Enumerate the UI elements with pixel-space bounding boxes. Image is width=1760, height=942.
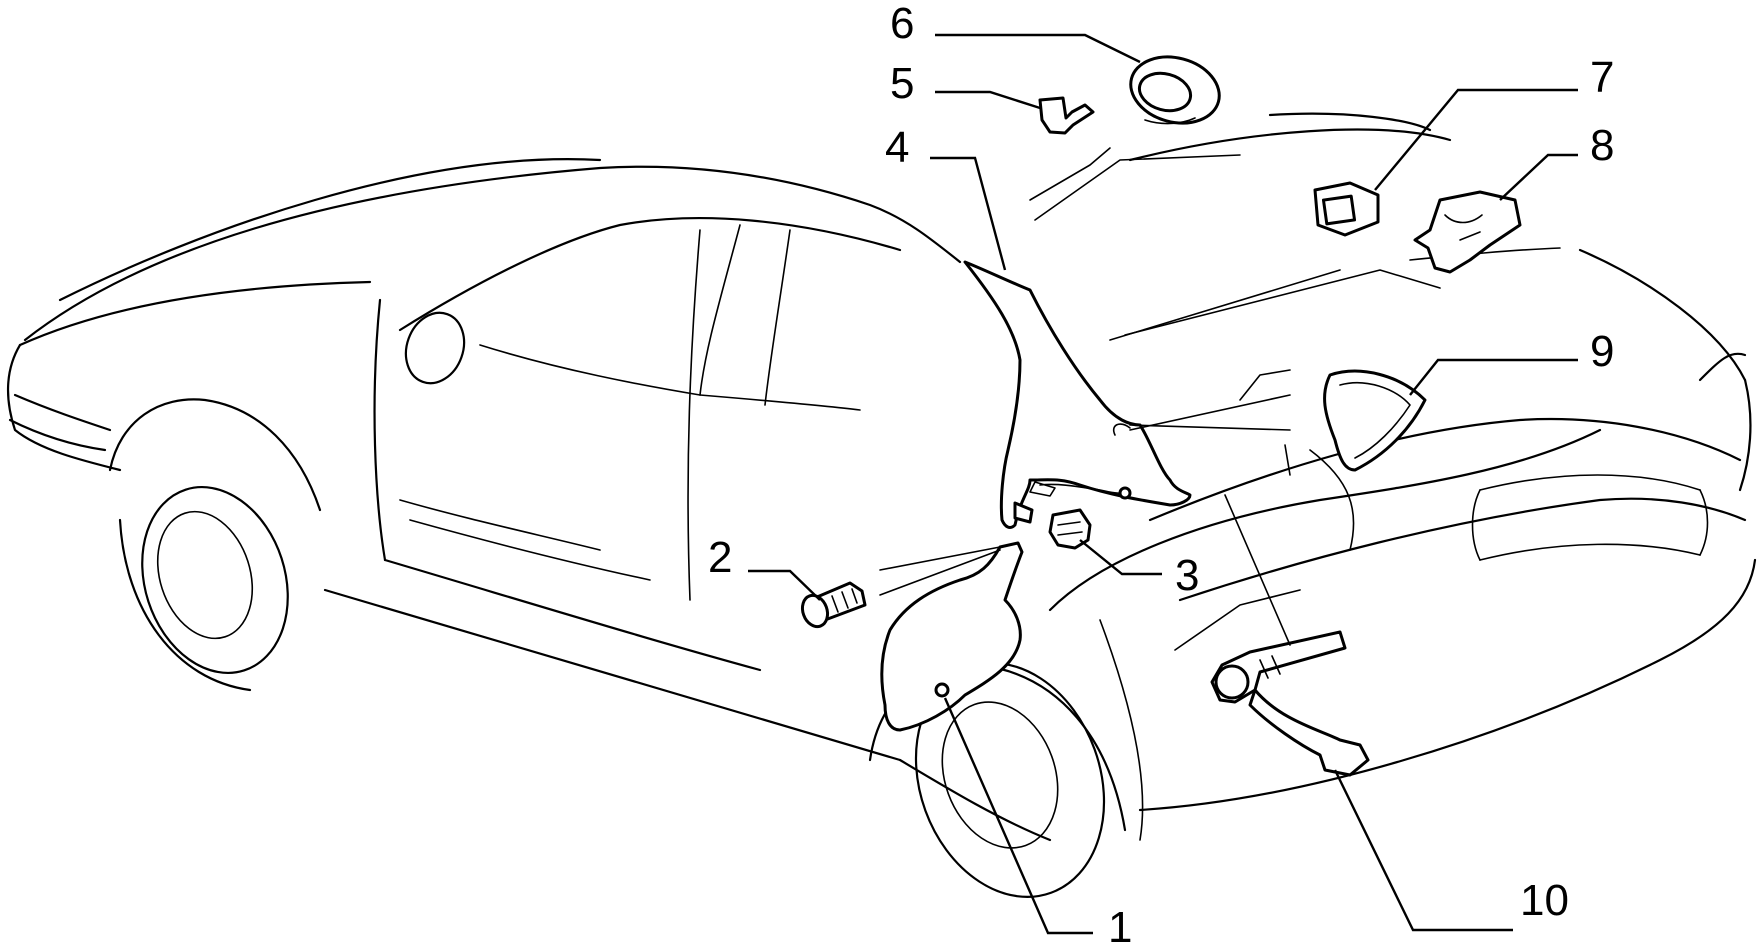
- part-4-pillar-trim: [963, 260, 1192, 529]
- callout-labels: 1 2 3 4 5 6 7 8 9 10: [708, 0, 1614, 942]
- part-5-clip: [1038, 96, 1095, 135]
- part-6-grommet: [1129, 55, 1221, 125]
- part-10-lamp-holder: [1210, 630, 1370, 777]
- callout-7: 7: [1590, 53, 1614, 102]
- callout-4: 4: [885, 123, 909, 172]
- part-8-bracket: [1413, 190, 1522, 274]
- part-7-clip: [1313, 181, 1380, 237]
- part-2-screw: [800, 581, 867, 629]
- part-1-lower-trim: [880, 541, 1024, 732]
- callout-3: 3: [1175, 551, 1199, 600]
- part-9-cover: [1323, 369, 1427, 472]
- callout-2: 2: [708, 533, 732, 582]
- callout-6: 6: [890, 0, 914, 48]
- callout-8: 8: [1590, 121, 1614, 170]
- part-3-clip: [1048, 508, 1092, 550]
- leader-lines: [748, 33, 1578, 935]
- callout-9: 9: [1590, 327, 1614, 376]
- callout-5: 5: [890, 59, 914, 108]
- car-outline: [7, 112, 1757, 898]
- callout-1: 1: [1108, 903, 1132, 942]
- callout-10: 10: [1520, 876, 1569, 925]
